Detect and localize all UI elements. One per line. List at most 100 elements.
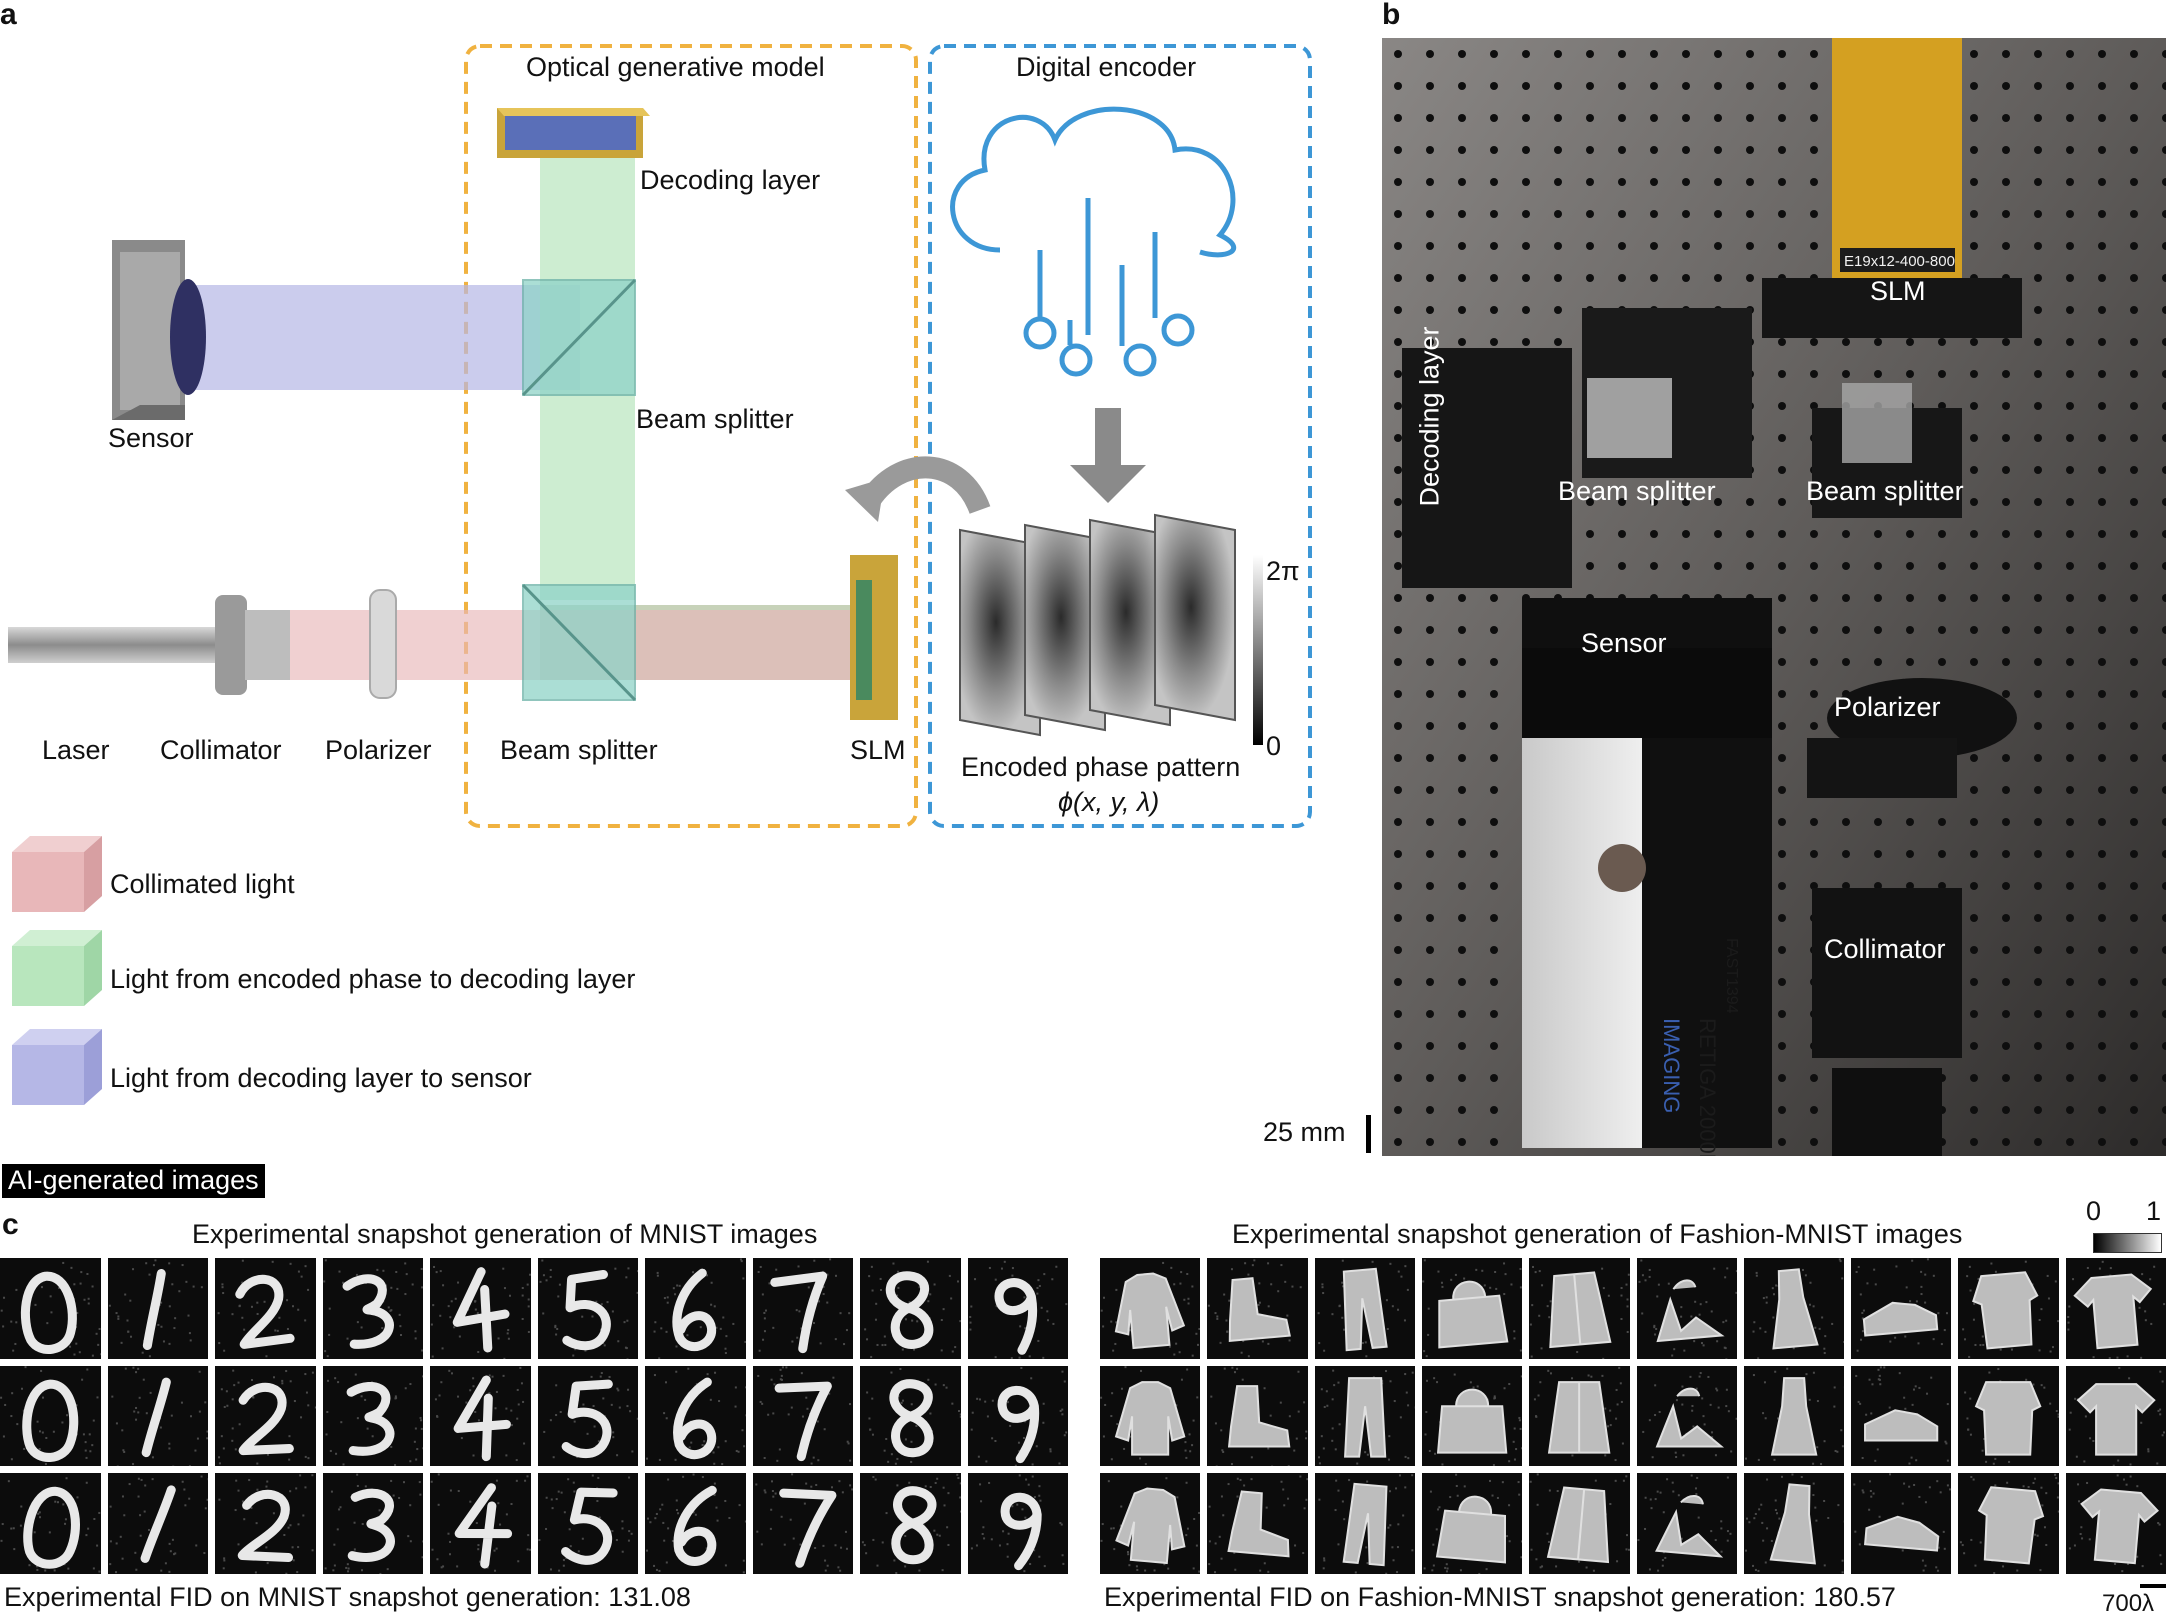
mnist-tile-6-2 xyxy=(645,1366,746,1467)
fashion-tile-coat-1 xyxy=(1529,1258,1629,1359)
photo-decoding-layer-label: Decoding layer xyxy=(1415,326,1446,506)
fashion-glyph xyxy=(1548,1487,1614,1562)
fashion-tile-pullover-2 xyxy=(1100,1366,1200,1467)
slm-shape xyxy=(850,555,898,720)
mnist-tile-2-1 xyxy=(215,1258,316,1359)
fashion-glyph xyxy=(1343,1484,1390,1566)
fashion-image-grid xyxy=(1100,1258,2166,1574)
wavelength-scale-label: 700λ xyxy=(2102,1590,2154,1618)
fashion-glyph xyxy=(1767,1268,1818,1348)
fashion-tile-coat-3 xyxy=(1529,1473,1629,1574)
collimator-shape xyxy=(215,595,290,695)
mnist-glyph xyxy=(457,1486,512,1566)
fashion-glyph xyxy=(1345,1378,1385,1457)
fashion-tile-t-shirt-1 xyxy=(2066,1258,2166,1359)
scale-bar xyxy=(1366,1115,1371,1153)
photo-beam-splitter-left-label: Beam splitter xyxy=(1558,476,1716,507)
mnist-glyph xyxy=(243,1387,289,1450)
mnist-tile-9-3 xyxy=(968,1473,1069,1574)
colorbar-max-label: 1 xyxy=(2146,1196,2161,1227)
mnist-glyph xyxy=(889,1274,930,1346)
encoded-phase-label: Encoded phase pattern xyxy=(961,752,1240,783)
camera-model-text: RETIGA 2000R xyxy=(1695,1018,1720,1156)
fashion-tile-bag-2 xyxy=(1422,1366,1522,1467)
mnist-tile-0-3 xyxy=(0,1473,101,1574)
phase-min-label: 0 xyxy=(1266,731,1281,762)
mnist-tile-3-1 xyxy=(323,1258,424,1359)
mnist-glyph xyxy=(27,1384,74,1457)
fashion-tile-shirt-3 xyxy=(1958,1473,2058,1574)
fashion-title: Experimental snapshot generation of Fash… xyxy=(1232,1219,1962,1250)
mnist-tile-2-3 xyxy=(215,1473,316,1574)
setup-photo: E19x12-400-800 FAST1394 IMAGING RETIGA 2… xyxy=(1382,38,2166,1156)
optical-model-box xyxy=(466,46,916,826)
laser-shape xyxy=(8,627,223,663)
legend-decoding-label: Light from decoding layer to sensor xyxy=(110,1063,532,1094)
fashion-tile-sneaker-3 xyxy=(1851,1473,1951,1574)
fashion-glyph xyxy=(1111,1271,1185,1349)
fashion-tile-sneaker-2 xyxy=(1851,1366,1951,1467)
photo-sensor-label: Sensor xyxy=(1581,628,1667,659)
ai-generated-badge: AI-generated images xyxy=(2,1164,265,1198)
fashion-tile-trouser-3 xyxy=(1315,1473,1415,1574)
curved-arrow xyxy=(870,467,980,510)
fashion-tile-bag-3 xyxy=(1422,1473,1522,1574)
fashion-glyph xyxy=(1772,1378,1816,1455)
slm-label: SLM xyxy=(850,735,906,766)
mnist-glyph xyxy=(22,1274,75,1351)
photo-collimator-label: Collimator xyxy=(1824,934,1946,965)
mnist-glyph xyxy=(566,1384,608,1453)
fashion-tile-t-shirt-3 xyxy=(2066,1473,2166,1574)
mnist-tile-9-1 xyxy=(968,1258,1069,1359)
fashion-tile-ankle-boot-1 xyxy=(1207,1258,1307,1359)
mnist-title: Experimental snapshot generation of MNIS… xyxy=(192,1219,817,1250)
fashion-glyph xyxy=(1549,1382,1609,1452)
mnist-glyph xyxy=(678,1382,712,1455)
mnist-glyph xyxy=(564,1490,612,1563)
digital-encoder-title: Digital encoder xyxy=(1016,52,1196,83)
mnist-glyph xyxy=(1000,1496,1038,1567)
mnist-tile-7-2 xyxy=(753,1366,854,1467)
fashion-tile-trouser-2 xyxy=(1315,1366,1415,1467)
fashion-tile-dress-2 xyxy=(1744,1366,1844,1467)
mnist-tile-5-1 xyxy=(538,1258,639,1359)
mnist-tile-8-3 xyxy=(860,1473,961,1574)
grayscale-colorbar xyxy=(2093,1233,2162,1253)
phase-colorbar xyxy=(1253,555,1263,745)
fashion-tile-ankle-boot-3 xyxy=(1207,1473,1307,1574)
fashion-tile-dress-1 xyxy=(1744,1258,1844,1359)
mnist-tile-5-2 xyxy=(538,1366,639,1467)
fashion-tile-pullover-3 xyxy=(1100,1473,1200,1574)
mnist-tile-4-1 xyxy=(430,1258,531,1359)
mnist-tile-5-3 xyxy=(538,1473,639,1574)
camera-brand-text: IMAGING xyxy=(1659,1018,1684,1113)
photo-beam-splitter-right-label: Beam splitter xyxy=(1806,476,1964,507)
fashion-tile-sandal-3 xyxy=(1637,1473,1737,1574)
mnist-tile-0-2 xyxy=(0,1366,101,1467)
fashion-tile-dress-3 xyxy=(1744,1473,1844,1574)
fashion-glyph xyxy=(1652,1278,1721,1341)
fashion-glyph xyxy=(1116,1382,1184,1454)
mnist-tile-7-3 xyxy=(753,1473,854,1574)
mnist-glyph xyxy=(242,1493,294,1560)
photo-slm-label: SLM xyxy=(1870,276,1926,307)
beam-splitter-top-label: Beam splitter xyxy=(636,404,794,435)
fashion-tile-trouser-1 xyxy=(1315,1258,1415,1359)
fashion-glyph xyxy=(1438,1389,1506,1452)
fashion-glyph xyxy=(1865,1410,1937,1440)
fashion-glyph xyxy=(1656,1493,1725,1556)
legend-cube-decoding xyxy=(12,1029,102,1105)
mnist-glyph xyxy=(673,1273,713,1348)
fashion-tile-sneaker-1 xyxy=(1851,1258,1951,1359)
fashion-fid-label: Experimental FID on Fashion-MNIST snapsh… xyxy=(1104,1582,1896,1613)
decoding-layer-label: Decoding layer xyxy=(640,165,820,196)
mnist-glyph xyxy=(676,1488,716,1563)
mnist-glyph xyxy=(893,1490,934,1562)
mnist-tile-9-2 xyxy=(968,1366,1069,1467)
mnist-tile-7-1 xyxy=(753,1258,854,1359)
panel-c-letter: c xyxy=(2,1208,19,1242)
legend-encoded-label: Light from encoded phase to decoding lay… xyxy=(110,964,635,995)
legend-cube-collimated xyxy=(12,836,102,912)
sensor-shape xyxy=(112,240,206,420)
mnist-glyph xyxy=(561,1274,609,1347)
